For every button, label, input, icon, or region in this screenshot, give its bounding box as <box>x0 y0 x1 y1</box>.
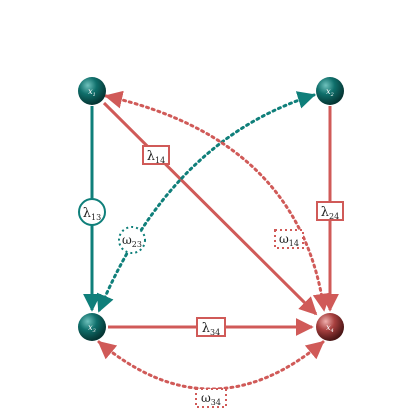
svg-text:λ34: λ34 <box>202 321 220 337</box>
svg-text:x1: x1 <box>88 87 96 98</box>
svg-text:x3: x3 <box>88 323 96 334</box>
label-omega34: ω34 <box>195 388 227 408</box>
svg-text:λ13: λ13 <box>83 206 101 222</box>
label-lambda34: λ34 <box>196 317 226 337</box>
node-x3: x3 <box>78 313 106 341</box>
svg-text:ω14: ω14 <box>279 232 299 248</box>
bidirected-edge-x3-x4 <box>97 340 325 391</box>
svg-text:x2: x2 <box>326 87 334 98</box>
node-x2: x2 <box>316 77 344 105</box>
node-x4: x4 <box>316 313 344 341</box>
svg-text:λ14: λ14 <box>147 149 165 165</box>
svg-text:x4: x4 <box>326 323 334 334</box>
svg-text:ω34: ω34 <box>201 391 221 407</box>
svg-text:ω23: ω23 <box>122 233 142 249</box>
label-lambda24: λ24 <box>316 201 344 221</box>
node-x1: x1 <box>78 77 106 105</box>
label-lambda14: λ14 <box>142 145 170 165</box>
label-omega23: ω23 <box>118 226 146 254</box>
bidirected-edge-x1-x4 <box>104 90 331 312</box>
svg-text:λ24: λ24 <box>321 205 339 221</box>
label-omega14: ω14 <box>274 229 304 249</box>
label-lambda13: λ13 <box>78 198 106 226</box>
